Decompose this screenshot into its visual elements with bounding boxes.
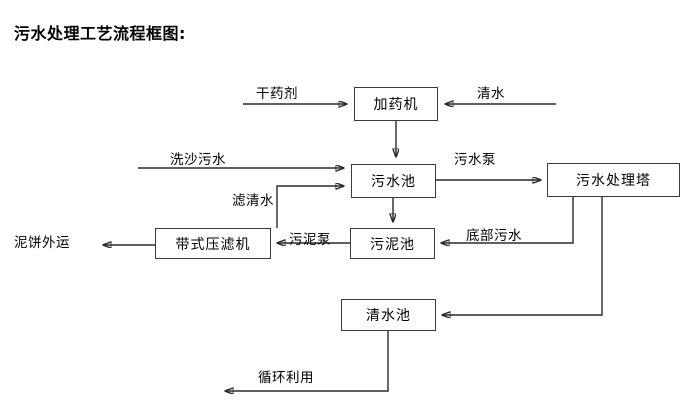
node-belt-filter-press[interactable]: 带式压滤机	[155, 228, 271, 259]
edge-label-sewage-pump: 污水泵	[454, 152, 496, 168]
page-title: 污水处理工艺流程框图:	[14, 24, 186, 43]
edge-label-mud-cake-outbound: 泥饼外运	[14, 235, 70, 251]
edge-label-filtered-clear-water: 滤清水	[232, 193, 274, 209]
wire-tower-to-clear-water-pool	[442, 197, 603, 315]
node-label: 带式压滤机	[175, 236, 251, 253]
edge-label-dry-chemical: 干药剂	[256, 86, 298, 102]
edge-label-sand-wash-sewage: 洗沙污水	[170, 152, 226, 168]
edge-label-clean-water: 清水	[477, 86, 505, 102]
edge-label-bottom-sewage: 底部污水	[466, 228, 522, 244]
node-label: 污水处理塔	[576, 173, 651, 189]
node-sludge-pool[interactable]: 污泥池	[350, 228, 435, 259]
node-label: 加药机	[373, 97, 419, 113]
node-clear-water-pool[interactable]: 清水池	[341, 299, 436, 331]
node-label: 清水池	[366, 308, 411, 324]
edge-label-sludge-pump: 污泥泵	[289, 232, 331, 248]
node-wastewater-pool[interactable]: 污水池	[351, 164, 436, 198]
edge-label-recycling-reuse: 循环利用	[258, 370, 314, 386]
node-label: 污泥池	[370, 236, 415, 253]
wire-filtered-water-return	[276, 186, 344, 228]
node-dosing-machine[interactable]: 加药机	[354, 87, 438, 121]
node-label: 污水池	[371, 174, 416, 190]
node-wastewater-treatment-tower[interactable]: 污水处理塔	[547, 163, 680, 197]
